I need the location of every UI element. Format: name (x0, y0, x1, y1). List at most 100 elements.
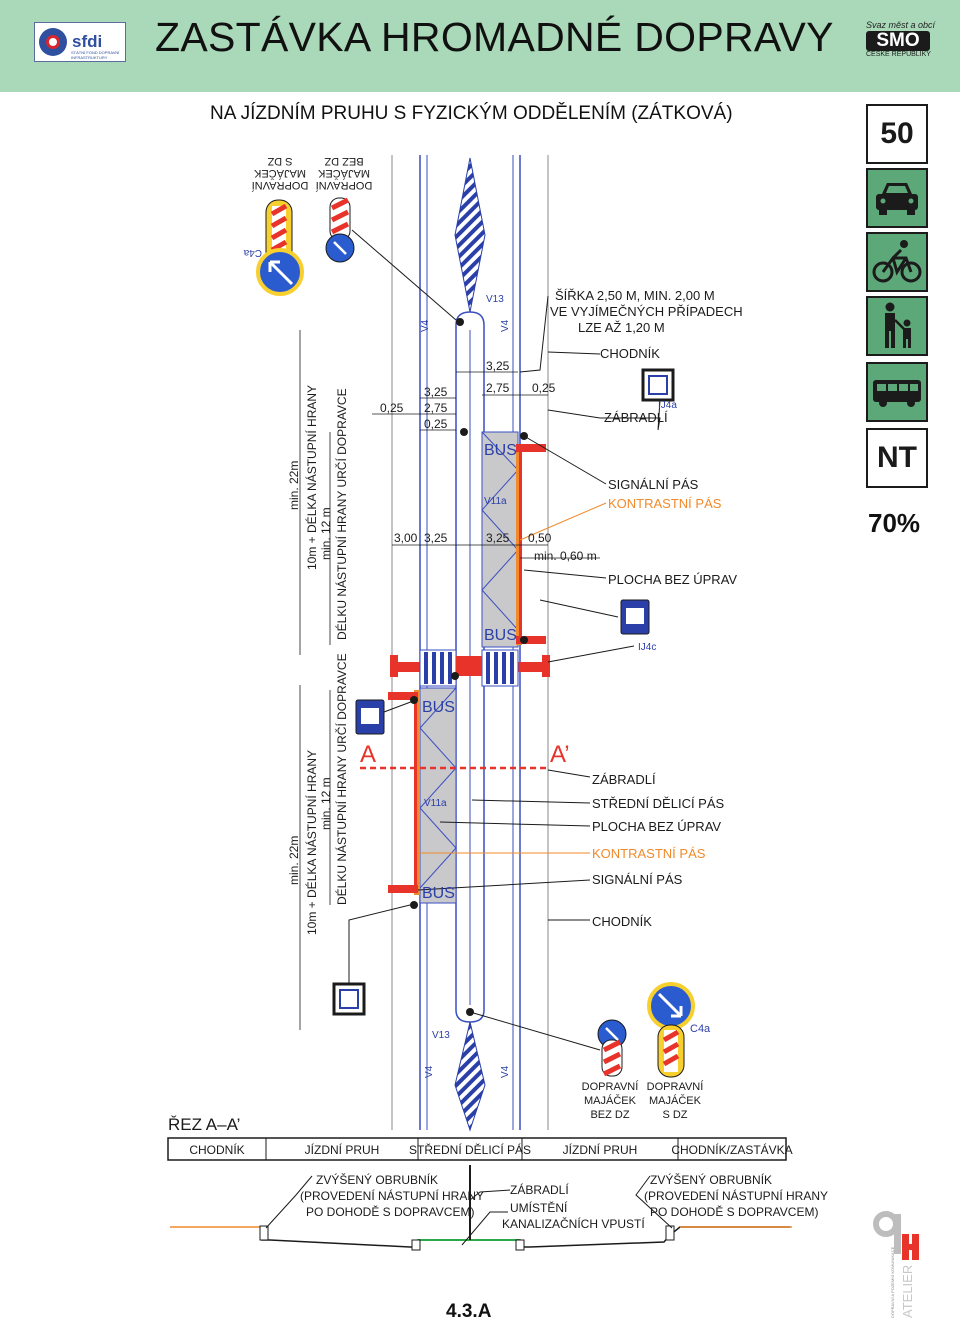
leader-lines-orange (420, 502, 607, 854)
atelier-logo: ATELIER DOPRAVNÍ A POZEMNÍ KOMUNIKACE (872, 1210, 924, 1320)
label-stredni: STŘEDNÍ DĚLICÍ PÁS (592, 796, 725, 811)
dim-value: 0,25 (424, 417, 448, 431)
bus-marking: BUS (422, 885, 455, 902)
v4-label: V4 (500, 1065, 511, 1078)
leader-lines (348, 295, 661, 984)
section-profile (170, 1165, 792, 1251)
section-note-left: PO DOHODĚ S DOPRAVCEM) (306, 1204, 474, 1219)
dim-value: 3,25 (424, 531, 448, 545)
section-note-mid: ZÁBRADLÍ (510, 1182, 569, 1197)
atelier-text: ATELIER (900, 1265, 915, 1318)
beacon-label-bottom: BEZ DZ (590, 1109, 629, 1121)
v11a-label: V11a (484, 496, 507, 507)
speed-limit-box: 50 (866, 104, 928, 164)
smo-logo-top: Svaz měst a obcí (866, 20, 936, 30)
page-number: 4.3.A (446, 1301, 492, 1322)
beacon-label-top: MAJÁČEK (317, 167, 370, 180)
beacon-label-top: DOPRAVNÍ (315, 179, 373, 192)
note-width-3: LZE AŽ 1,20 M (578, 320, 665, 335)
c4a-label: C4a (690, 1023, 711, 1035)
section-note-left: (PROVEDENÍ NÁSTUPNÍ HRANY (300, 1188, 484, 1203)
dim-value: 3,25 (486, 359, 510, 373)
v11a-label: V11a (424, 798, 447, 809)
dim-delku: DÉLKU NÁSTUPNÍ HRANY URČÍ DOPRAVCE (334, 388, 349, 640)
label-kontrastni: KONTRASTNÍ PÁS (608, 496, 722, 511)
v4-label: V4 (500, 319, 511, 332)
section-column: JÍZDNÍ PRUH (305, 1142, 380, 1157)
dim-value: 3,00 (394, 531, 418, 545)
hatched-island-bottom (454, 1021, 486, 1132)
section-table: CHODNÍK JÍZDNÍ PRUH STŘEDNÍ DĚLICÍ PÁS J… (167, 1137, 793, 1161)
bus-marking: BUS (422, 699, 455, 716)
cyclist-icon (866, 232, 928, 292)
sfdi-logo-subtext: STÁTNÍ FOND DOPRAVNÍ INFRASTRUKTURY (71, 50, 120, 60)
label-plocha-lower: PLOCHA BEZ ÚPRAV (592, 819, 721, 834)
dim-value: 3,25 (424, 385, 448, 399)
label-signalni-lower: SIGNÁLNÍ PÁS (592, 872, 683, 887)
percent-label: 70% (868, 508, 921, 538)
beacon-label-bottom: DOPRAVNÍ (582, 1080, 640, 1093)
dim-value: 0,25 (380, 401, 404, 415)
hatched-island-top (454, 157, 486, 313)
dim-min22: min. 22m (287, 461, 301, 510)
beacon-label-bottom: DOPRAVNÍ (647, 1080, 705, 1093)
beacon-label-bottom: MAJÁČEK (649, 1094, 702, 1107)
section-note-right: (PROVEDENÍ NÁSTUPNÍ HRANY (644, 1188, 828, 1203)
sfdi-logo-icon (39, 28, 67, 56)
pedestrian-icon (866, 296, 928, 356)
beacon-label-top: S DZ (267, 155, 292, 167)
atelier-subtext: DOPRAVNÍ A POZEMNÍ KOMUNIKACE (890, 1246, 895, 1318)
section-a2-label: A’ (550, 741, 570, 768)
section-title: ŘEZ A–A’ (168, 1115, 240, 1134)
v4-label: V4 (424, 1065, 435, 1078)
section-a-label: A (360, 741, 376, 768)
bus-marking: BUS (484, 627, 517, 644)
label-zabradli-lower: ZÁBRADLÍ (592, 772, 656, 787)
stop-area-lower (388, 687, 457, 904)
note-width-1: ŠÍŘKA 2,50 M, MIN. 2,00 M (555, 288, 715, 303)
v13-label: V13 (432, 1030, 450, 1041)
page-title: ZASTÁVKA HROMADNÉ DOPRAVY (155, 14, 834, 60)
bus-marking: BUS (484, 442, 517, 459)
dim-10m: 10m + DÉLKA NÁSTUPNÍ HRANY (304, 385, 319, 570)
dim-min12: min. 12 m (319, 507, 333, 560)
dim-min12-lower: min. 12 m (319, 777, 333, 830)
beacon-label-top: MAJÁČEK (253, 167, 306, 180)
v4-label: V4 (420, 319, 431, 332)
v13-label: V13 (486, 294, 504, 305)
section-note-right: PO DOHODĚ S DOPRAVCEM) (650, 1204, 818, 1219)
beacon-label-top: BEZ DZ (324, 155, 363, 167)
beacon-label-bottom: MAJÁČEK (584, 1094, 637, 1107)
sfdi-logo: sfdi STÁTNÍ FOND DOPRAVNÍ INFRASTRUKTURY (34, 22, 126, 62)
page-subtitle: NA JÍZDNÍM PRUHU S FYZICKÝM ODDĚLENÍM (Z… (210, 103, 733, 124)
c4a-label-top: C4a (243, 247, 262, 258)
section-column: JÍZDNÍ PRUH (563, 1142, 638, 1157)
section-note-mid: UMÍSTĚNÍ (510, 1200, 568, 1215)
note-width-2: VE VYJÍMEČNÝCH PŘÍPADECH (550, 304, 743, 319)
dim-value: 3,25 (486, 531, 510, 545)
label-chodnik-lower: CHODNÍK (592, 914, 652, 929)
beacon-label-bottom: S DZ (662, 1109, 687, 1121)
beacon-label-top: DOPRAVNÍ (251, 179, 309, 192)
car-icon (866, 168, 928, 228)
nt-box: NT (866, 428, 928, 488)
section-note-right: ZVÝŠENÝ OBRUBNÍK (650, 1172, 772, 1187)
smo-logo-bottom: ČESKÉ REPUBLIKY (866, 51, 931, 58)
label-plocha: PLOCHA BEZ ÚPRAV (608, 572, 737, 587)
section-column: CHODNÍK/ZASTÁVKA (671, 1142, 792, 1157)
sfdi-logo-text: sfdi (72, 32, 103, 51)
section-column: CHODNÍK (189, 1142, 244, 1157)
label-signalni: SIGNÁLNÍ PÁS (608, 477, 699, 492)
bus-icon (866, 362, 928, 422)
dim-value: 0,50 (528, 531, 552, 545)
dim-value: 2,75 (424, 401, 448, 415)
dim-delku-lower: DÉLKU NÁSTUPNÍ HRANY URČÍ DOPRAVCE (334, 653, 349, 905)
section-note-left: ZVÝŠENÝ OBRUBNÍK (316, 1172, 438, 1187)
label-zabradli: ZÁBRADLÍ (604, 410, 668, 425)
label-kontrastni-lower: KONTRASTNÍ PÁS (592, 846, 706, 861)
smo-logo-mark: SMO (866, 31, 930, 51)
dim-value: 0,25 (532, 381, 556, 395)
section-column: STŘEDNÍ DĚLICÍ PÁS (409, 1142, 531, 1157)
pedestrian-crossing (390, 649, 550, 687)
